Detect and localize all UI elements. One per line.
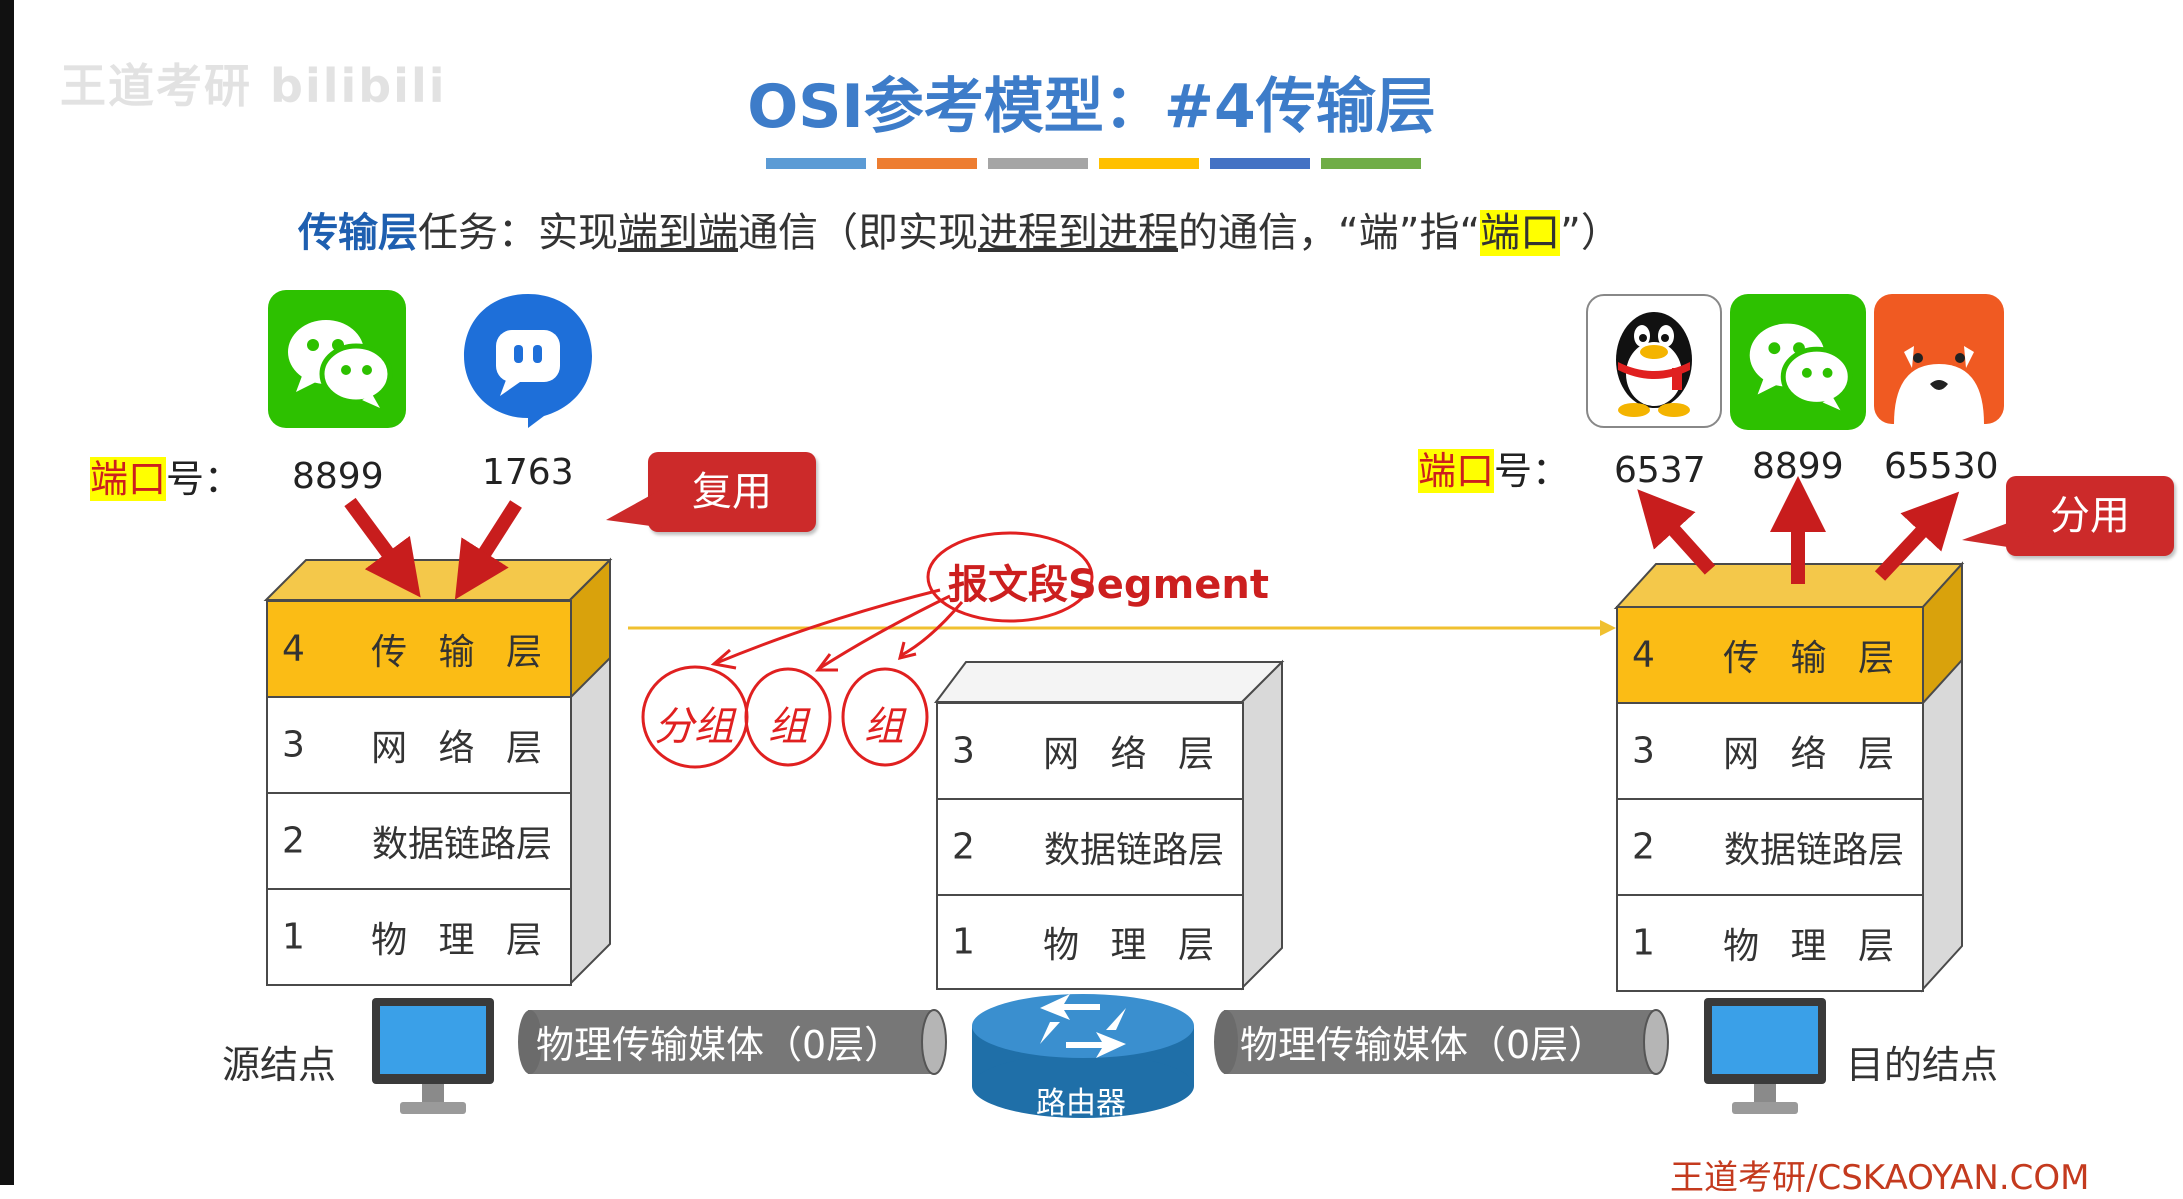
layer-network: 3 网 络 层 [266,696,572,794]
layer-name: 传 输 层 [371,632,552,673]
color-strip-segment [877,158,977,169]
router-stack: 3 网 络 层 2 数据链路层 1 物 理 层 [936,702,1244,990]
chat-app-icon [460,290,596,430]
arrow-fox-up [1874,491,1960,581]
layer-number: 1 [282,916,305,958]
layer-number: 2 [952,826,975,868]
handwriting-2: 组 [768,704,808,750]
left-port-wechat: 8899 [292,456,384,497]
layer-network: 3 网 络 层 [936,702,1244,800]
source-stack: 4 传 输 层 3 网 络 层 2 数据链路层 1 物 理 层 [266,600,572,986]
task-text-3: 通信（即实现 [738,210,978,256]
right-port-label: 端口号： [1418,440,1570,495]
arrow-wechat-down [344,497,421,598]
destination-computer-icon [1702,996,1828,1120]
layer-name: 数据链路层 [1723,830,1904,871]
layer-datalink: 2 数据链路层 [266,792,572,890]
left-port-label: 端口号： [90,448,242,503]
layer-number: 3 [282,724,305,766]
layer-name: 物 理 层 [1043,925,1224,966]
layer-number: 2 [1632,826,1655,868]
layer-name: 网 络 层 [371,728,552,769]
footer-brand: 王道考研/CSKAOYAN.COM [1670,1158,2090,1198]
color-strip-segment [1210,158,1310,169]
task-text-2: 端到端 [618,210,738,256]
layer-name: 物 理 层 [1723,926,1904,967]
left-port-label-highlight: 端口 [90,457,167,501]
layer-number: 4 [282,628,305,670]
callout-tail-right [1962,520,2040,552]
layer-number: 1 [952,921,975,963]
task-text-4: 进程到进程 [978,210,1178,256]
left-port-chat: 1763 [482,452,574,493]
layer-physical: 1 物 理 层 [266,888,572,986]
layer-number: 1 [1632,922,1655,964]
fox-app-icon [1874,294,2004,424]
layer-name: 网 络 层 [1723,734,1904,775]
task-text-5: 的通信，“端”指“ [1178,210,1481,256]
watermark: 王道考研 bilibili [60,59,447,113]
video-left-edge [0,0,14,1185]
task-text-7: ”） [1560,210,1621,256]
right-port-qq: 6537 [1614,450,1706,491]
color-strip-segment [1099,158,1199,169]
handwriting-3: 组 [864,704,904,750]
source-node-label: 源结点 [222,1043,337,1087]
task-text-port: 端口 [1480,210,1561,256]
router-label: 路由器 [1036,1086,1126,1121]
layer-name: 网 络 层 [1043,734,1224,775]
layer-name: 数据链路层 [1043,830,1224,871]
layer-transport: 4 传 输 层 [1616,606,1924,704]
layer-number: 3 [1632,730,1655,772]
color-strip-segment [766,158,866,169]
media-label-right: 物理传输媒体（0层） [1240,1023,1607,1067]
layer-number: 3 [952,730,975,772]
qq-penguin-icon [1586,294,1722,428]
arrow-qq-up [1637,489,1716,575]
arrow-chat-down [454,500,522,600]
slide-title: OSI参考模型：#4传输层 [747,72,1436,142]
right-port-fox: 65530 [1884,446,1999,487]
layer-transport: 4 传 输 层 [266,600,572,698]
media-label-left: 物理传输媒体（0层） [536,1023,903,1067]
layer-datalink: 2 数据链路层 [1616,798,1924,896]
layer-physical: 1 物 理 层 [1616,894,1924,992]
layer-number: 2 [282,820,305,862]
router-icon [970,992,1196,1120]
demultiplexing-callout: 分用 [2006,476,2174,556]
wechat-icon [268,290,406,428]
layer-network: 3 网 络 层 [1616,702,1924,800]
callout-tail-left [606,490,680,530]
layer-datalink: 2 数据链路层 [936,798,1244,896]
wechat-icon-right [1730,294,1866,430]
handwriting-1: 分组 [654,704,734,750]
media-pipe-right [1212,1008,1672,1076]
destination-stack: 4 传 输 层 3 网 络 层 2 数据链路层 1 物 理 层 [1616,606,1924,992]
layer-number: 4 [1632,634,1655,676]
destination-node-label: 目的结点 [1846,1043,1999,1087]
source-computer-icon [370,996,496,1120]
router-stack-3d [934,659,1285,991]
task-prefix: 传输层 [298,210,418,256]
media-pipe-left [516,1008,950,1076]
layer-physical: 1 物 理 层 [936,894,1244,990]
color-strip-segment [988,158,1088,169]
handwritten-annotation [641,531,1094,769]
left-port-label-rest: 号： [166,457,243,501]
color-strip-segment [1321,158,1421,169]
task-text-1: 任务：实现 [418,210,618,256]
task-description: 传输层任务：实现端到端通信（即实现进程到进程的通信，“端”指“端口”） [298,200,1621,258]
right-stack-3d [1613,561,1965,993]
layer-name: 物 理 层 [371,920,552,961]
layer-name: 传 输 层 [1723,638,1904,679]
right-port-label-rest: 号： [1494,449,1571,493]
segment-label: 报文段Segment [948,562,1269,608]
layer-name: 数据链路层 [371,824,552,865]
right-port-label-highlight: 端口 [1418,449,1495,493]
multiplexing-callout: 复用 [648,452,816,532]
